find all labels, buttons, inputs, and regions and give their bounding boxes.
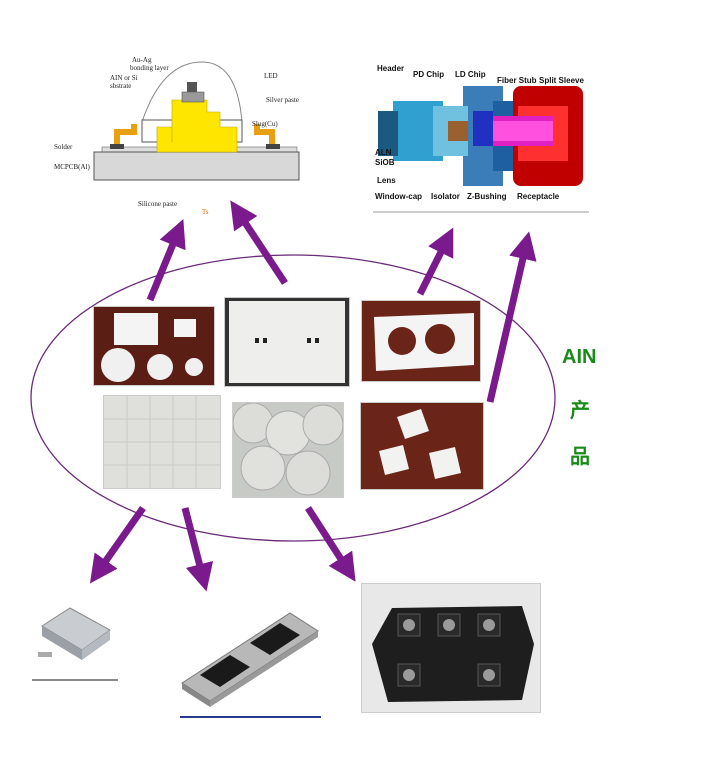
arrow-to-module: [305, 506, 356, 582]
ts-label: Ts: [202, 208, 209, 216]
grid-tile-drawing: [104, 396, 220, 488]
bonding-layer-label: bonding layer: [130, 64, 169, 72]
arrow-to-fiber-2: [486, 231, 537, 403]
igbt-module-photo: [361, 583, 541, 713]
plates-and-discs-drawing: [101, 313, 203, 382]
igbt-module-drawing: [372, 606, 534, 702]
photo-ain-grid-tile: [103, 395, 221, 489]
substrate-label: sbstrate: [110, 82, 132, 90]
arrow-to-led: [146, 219, 186, 302]
chip-resistor-drawing: [180, 612, 321, 718]
ain-label-pin: 品: [570, 446, 590, 468]
header-label: Header: [377, 64, 405, 73]
siob-label: SiOB: [375, 158, 395, 167]
ain-si-label: AIN or Si: [110, 74, 138, 82]
isolator-label: Isolator: [431, 192, 460, 201]
z-bushing-label: Z-Bushing: [467, 192, 507, 201]
fiber-stub-label: Fiber Stub: [497, 76, 537, 85]
lens-label: Lens: [377, 176, 396, 185]
arrow-to-heatsink: [89, 505, 146, 584]
slug-label: Slug(Cu): [252, 120, 278, 128]
photo-ain-plates-and-discs: [93, 306, 215, 386]
mcpcb-label: MCPCB(Al): [54, 163, 90, 171]
solder-label: Solder: [54, 143, 73, 151]
arrow-to-fiber: [416, 227, 454, 296]
led-label: LED: [264, 72, 278, 80]
ain-label-chan: 产: [570, 400, 590, 422]
photo-ain-square-chips: [360, 402, 484, 490]
split-sleeve-label: Split Sleeve: [539, 76, 584, 85]
heatsink-component: [30, 598, 120, 688]
fiber-diagram: Header PD Chip LD Chip Fiber Stub Split …: [373, 56, 589, 214]
heatsink-drawing: [32, 607, 118, 681]
window-cap-label: Window-cap: [375, 192, 423, 201]
au-ag-label: Au-Ag: [132, 56, 152, 64]
photo-ain-stacked-discs: [232, 402, 344, 498]
arrow-to-led-2: [230, 200, 288, 285]
chip-resistor-component: [178, 605, 323, 723]
photo-ain-large-plate: [224, 297, 350, 387]
photo-ain-plate-with-holes: [361, 300, 481, 382]
led-diagram-drawing: [93, 61, 300, 181]
receptacle-label: Receptacle: [517, 192, 560, 201]
large-plate-drawing: [229, 301, 345, 383]
plate-with-holes-drawing: [374, 313, 474, 371]
silver-paste-label: Silver paste: [266, 96, 299, 104]
arrow-to-resistor: [181, 507, 214, 592]
silicone-paste-label: Silicone paste: [138, 200, 178, 208]
fiber-diagram-drawing: [373, 86, 589, 213]
ld-chip-label: LD Chip: [455, 70, 486, 79]
ain-products-ellipse: [30, 254, 556, 542]
led-diagram: Au-Ag bonding layer AIN or Si sbstrate L…: [52, 52, 307, 222]
aln-label: ALN: [375, 148, 392, 157]
stacked-discs-drawing: [233, 403, 343, 496]
square-chips-drawing: [379, 409, 461, 479]
pd-chip-label: PD Chip: [413, 70, 445, 79]
ain-label: AIN: [562, 346, 597, 368]
